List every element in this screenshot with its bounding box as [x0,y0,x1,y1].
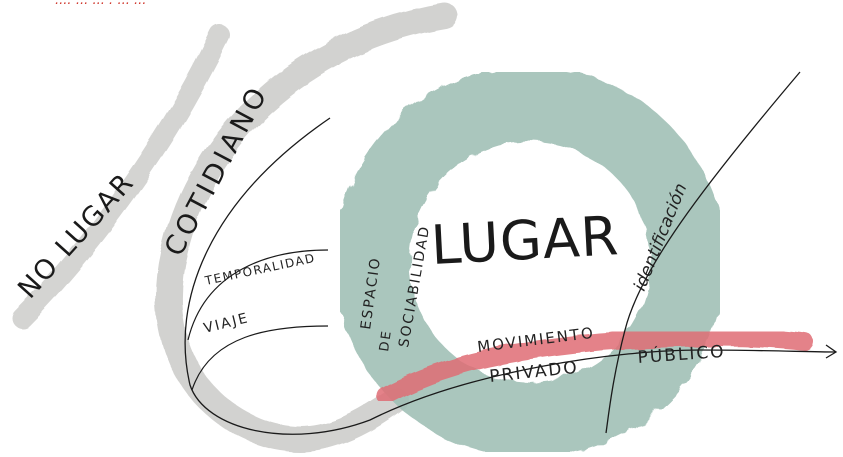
no-lugar-label: NO LUGAR [12,167,141,305]
de-label: DE [377,328,395,352]
viaje-line [192,326,328,390]
temporalidad-label: TEMPORALIDAD [203,251,317,288]
header-text: ...: ... ... : ... ... [55,0,146,8]
viaje-label: VIAJE [202,310,251,337]
lugar-label: LUGAR [429,204,620,277]
